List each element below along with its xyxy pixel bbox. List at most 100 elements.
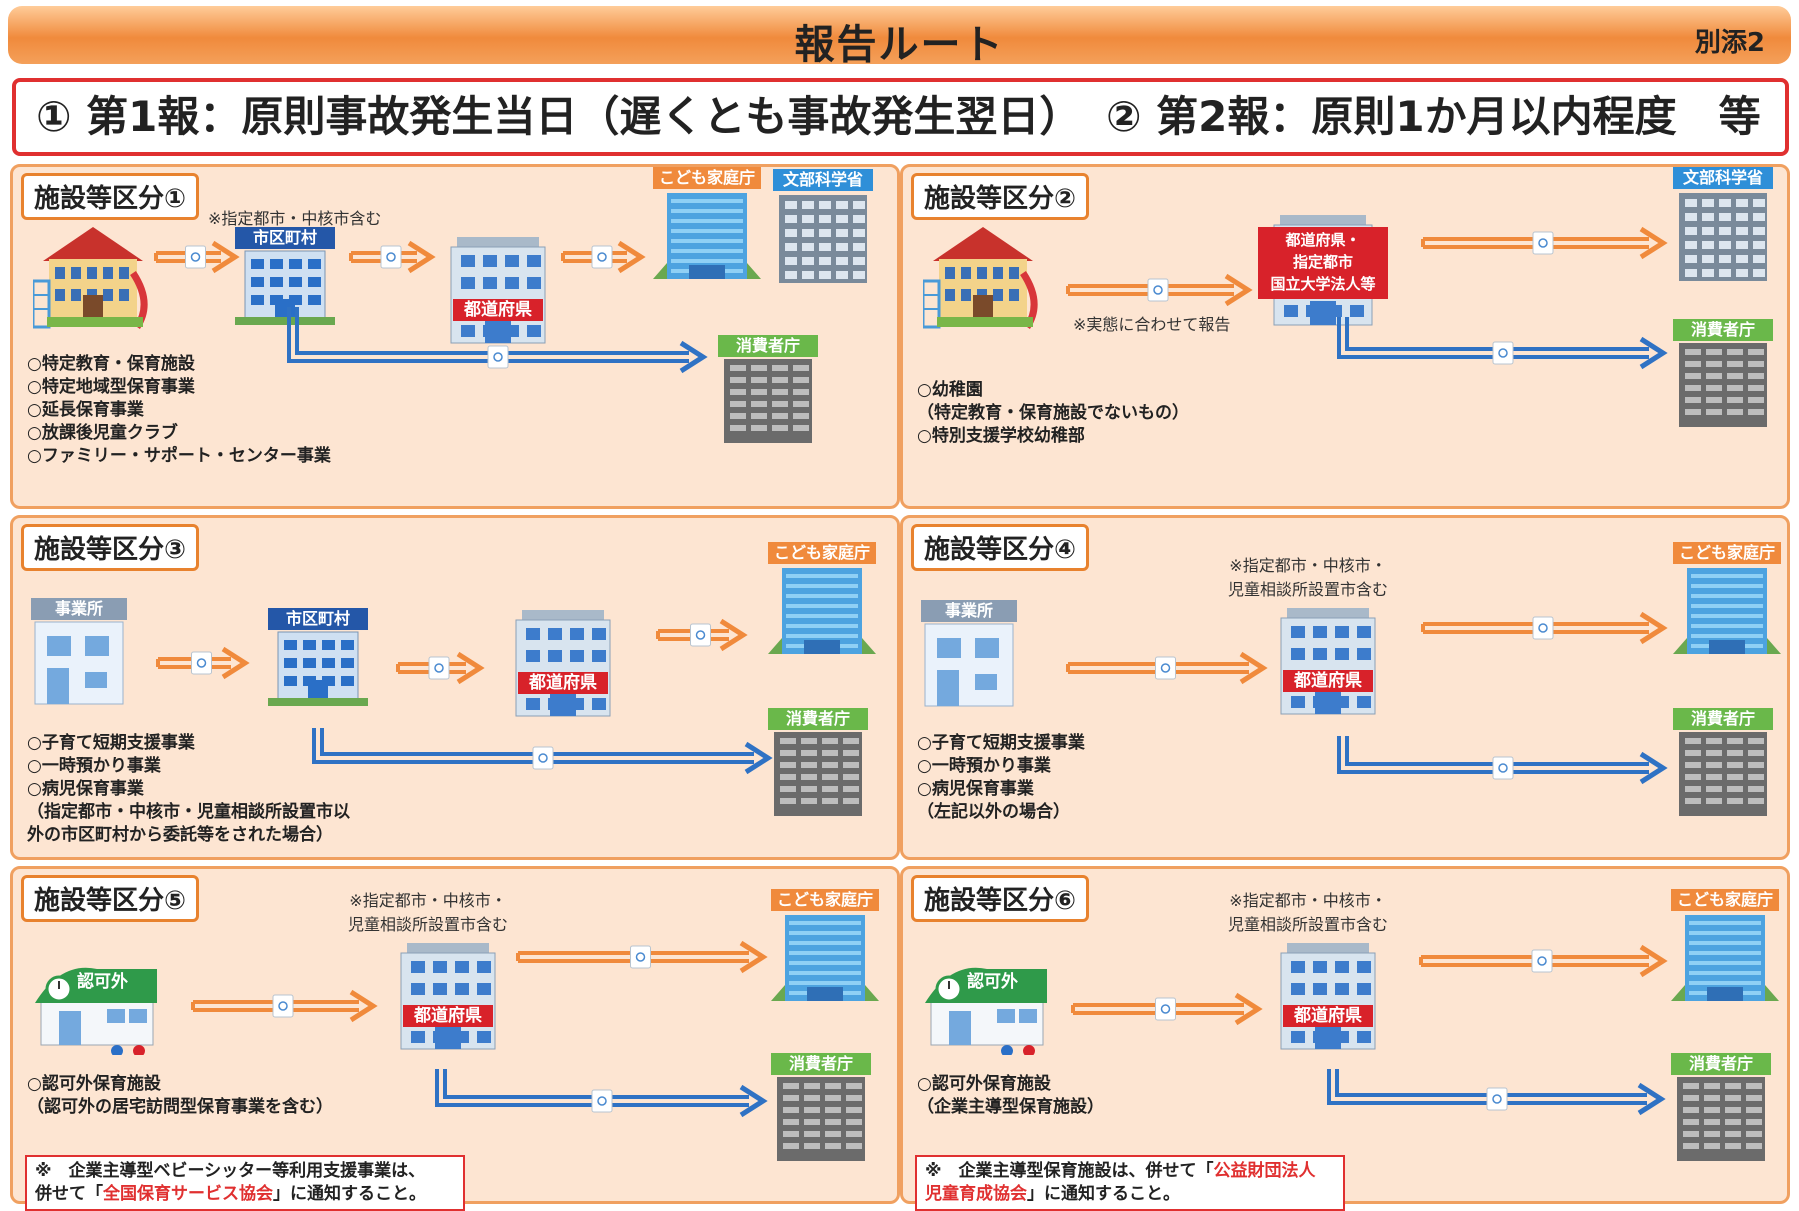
children-agency-building-icon: こども家庭庁 bbox=[1671, 889, 1779, 1007]
building-label: 消費者庁 bbox=[771, 1053, 871, 1075]
building-label: 消費者庁 bbox=[1671, 1053, 1771, 1075]
consumer-agency-building-icon: 消費者庁 bbox=[718, 335, 818, 445]
municipality-building-icon: 市区町村 bbox=[268, 608, 368, 708]
children-agency-building-icon: こども家庭庁 bbox=[768, 542, 876, 660]
attachment-label: 別添2 bbox=[1694, 28, 1765, 58]
report-arrow bbox=[1066, 273, 1253, 307]
panel-category-4: 施設等区分④ ※指定都市・中核市・ 児童相談所設置市含む 事業所 都道府県 こど… bbox=[900, 515, 1790, 860]
building-label: こども家庭庁 bbox=[1671, 889, 1779, 911]
panel-note: ※実態に合わせて報告 bbox=[1073, 315, 1231, 334]
facility-list: ○認可外保育施設（認可外の居宅訪問型保育事業を含む） bbox=[27, 1073, 333, 1119]
report-arrow-consumer bbox=[1337, 317, 1668, 370]
kindergarten-building-icon bbox=[921, 223, 1043, 333]
callout-text: 」に通知すること。 bbox=[273, 1184, 426, 1204]
prefecture-university-building-icon: 都道府県・ 指定都市 国立大学法人等 bbox=[1258, 209, 1388, 329]
list-item: ○病児保育事業 bbox=[27, 779, 144, 799]
report-arrow-consumer bbox=[1327, 1069, 1666, 1116]
unlicensed-nursery-building-icon: 認可外 bbox=[31, 959, 161, 1057]
children-agency-building-icon: こども家庭庁 bbox=[1673, 542, 1781, 660]
callout-line-1: ※ 企業主導型ベビーシッター等利用支援事業は、 bbox=[35, 1161, 426, 1181]
office-building-icon: 事業所 bbox=[921, 600, 1017, 710]
consumer-agency-building-icon: 消費者庁 bbox=[1673, 708, 1773, 818]
list-item: ○ファミリー・サポート・センター事業 bbox=[27, 446, 331, 466]
report-arrow bbox=[1066, 651, 1268, 685]
callout-organization: 全国保育サービス協会 bbox=[103, 1184, 273, 1204]
callout-text: ※ 企業主導型保育施設は、併せて「 bbox=[925, 1161, 1214, 1181]
panel-title: 施設等区分⑤ bbox=[21, 875, 200, 922]
panel-title: 施設等区分④ bbox=[911, 524, 1090, 571]
page-title: 報告ルート bbox=[794, 22, 1005, 68]
building-label: 市区町村 bbox=[235, 227, 335, 249]
building-label: 市区町村 bbox=[268, 608, 368, 630]
consumer-agency-building-icon: 消費者庁 bbox=[771, 1053, 871, 1163]
report-arrow bbox=[191, 989, 378, 1023]
panel-category-6: 施設等区分⑥ ※指定都市・中核市・ 児童相談所設置市含む 認可外 都道府県 こど… bbox=[900, 866, 1790, 1211]
report-arrow bbox=[154, 240, 240, 274]
building-label: 都道府県 bbox=[414, 1006, 482, 1026]
first-report-phase: ① 第1報：原則事故発生当日（遅くとも事故発生翌日） bbox=[36, 92, 1082, 141]
children-agency-building-icon: こども家庭庁 bbox=[653, 167, 761, 285]
panel-category-5: 施設等区分⑤ ※指定都市・中核市・ 児童相談所設置市含む 認可外 都道府県 こど… bbox=[10, 866, 900, 1211]
panel-note: ※指定都市・中核市・ 児童相談所設置市含む bbox=[348, 891, 509, 934]
building-label: こども家庭庁 bbox=[768, 542, 876, 564]
panel-title: 施設等区分① bbox=[21, 173, 200, 220]
prefecture-building-icon: 都道府県 bbox=[1273, 935, 1383, 1055]
office-building-icon: 事業所 bbox=[31, 598, 127, 708]
panel-category-3: 施設等区分③ 事業所 市区町村 都道府県 こども家庭庁 消費者庁 ○子育て短期支… bbox=[10, 515, 900, 860]
callout-organization: 児童育成協会 bbox=[925, 1184, 1027, 1204]
list-item: ○一時預かり事業 bbox=[917, 756, 1051, 776]
report-arrow bbox=[561, 240, 646, 274]
facility-list: ○認可外保育施設（企業主導型保育施設） bbox=[917, 1073, 1104, 1119]
education-ministry-building-icon: 文部科学省 bbox=[1673, 167, 1773, 285]
list-item: （左記以外の場合） bbox=[917, 802, 1070, 822]
building-label: 都道府県 bbox=[529, 673, 597, 693]
report-arrow-consumer bbox=[1337, 736, 1668, 785]
list-item: ○幼稚園 bbox=[917, 380, 983, 400]
list-item: ○放課後児童クラブ bbox=[27, 423, 178, 443]
list-item: ○子育て短期支援事業 bbox=[27, 733, 195, 753]
building-label: 文部科学省 bbox=[1673, 167, 1773, 189]
list-item: ○認可外保育施設 bbox=[27, 1074, 161, 1094]
callout-text: 併せて「 bbox=[35, 1184, 103, 1204]
panel-title: 施設等区分② bbox=[911, 173, 1090, 220]
panel-note: ※指定都市・中核市・ 児童相談所設置市含む bbox=[1228, 556, 1389, 599]
callout-line-2: 児童育成協会」に通知すること。 bbox=[925, 1183, 1335, 1206]
report-arrow bbox=[156, 646, 250, 680]
children-agency-building-icon: こども家庭庁 bbox=[771, 889, 879, 1007]
unlicensed-nursery-building-icon: 認可外 bbox=[921, 959, 1051, 1057]
callout-line-2: 併せて「全国保育サービス協会」に通知すること。 bbox=[35, 1183, 455, 1206]
building-label: 認可外 bbox=[77, 972, 128, 992]
building-label: 消費者庁 bbox=[1673, 319, 1773, 341]
building-label: 消費者庁 bbox=[768, 708, 868, 730]
building-label: こども家庭庁 bbox=[771, 889, 879, 911]
list-item: ○延長保育事業 bbox=[27, 400, 144, 420]
report-arrow-consumer bbox=[312, 728, 773, 775]
building-label: 都道府県 bbox=[464, 300, 532, 320]
facility-list: ○子育て短期支援事業○一時預かり事業○病児保育事業（指定都市・中核市・児童相談所… bbox=[27, 732, 350, 847]
panel-note: ※指定都市・中核市・ 児童相談所設置市含む bbox=[1228, 891, 1389, 934]
list-item: （特定教育・保育施設でないもの） bbox=[917, 403, 1189, 423]
report-arrow bbox=[1419, 944, 1668, 978]
list-item: 外の市区町村から委託等をされた場合） bbox=[27, 825, 333, 845]
building-label: 認可外 bbox=[967, 972, 1018, 992]
facility-list: ○子育て短期支援事業○一時預かり事業○病児保育事業（左記以外の場合） bbox=[917, 732, 1085, 824]
building-label: 都道府県・ 指定都市 国立大学法人等 bbox=[1270, 231, 1376, 293]
list-item: ○特別支援学校幼稚部 bbox=[917, 426, 1085, 446]
second-report-phase: ② 第2報：原則1か月以内程度 等 bbox=[1106, 92, 1761, 141]
building-label: 消費者庁 bbox=[718, 335, 818, 357]
callout-line-1: ※ 企業主導型保育施設は、併せて「公益財団法人 bbox=[925, 1160, 1335, 1183]
building-label: 消費者庁 bbox=[1673, 708, 1773, 730]
building-label: 事業所 bbox=[31, 598, 127, 620]
report-arrow bbox=[656, 618, 748, 652]
panel-title: 施設等区分⑥ bbox=[911, 875, 1090, 922]
panel-category-2: 施設等区分② 都道府県・ 指定都市 国立大学法人等 文部科学省 消費者庁 ※実態… bbox=[900, 164, 1790, 509]
building-label: 都道府県 bbox=[1294, 1006, 1362, 1026]
list-item: ○病児保育事業 bbox=[917, 779, 1034, 799]
panel-note: ※指定都市・中核市含む bbox=[208, 209, 382, 228]
prefecture-building-icon: 都道府県 bbox=[508, 602, 618, 722]
school-building-icon bbox=[31, 223, 153, 333]
facility-list: ○幼稚園 （特定教育・保育施設でないもの） ○特別支援学校幼稚部 bbox=[917, 379, 1189, 448]
list-item: ○特定地域型保育事業 bbox=[27, 377, 195, 397]
report-arrow-consumer bbox=[287, 307, 708, 374]
